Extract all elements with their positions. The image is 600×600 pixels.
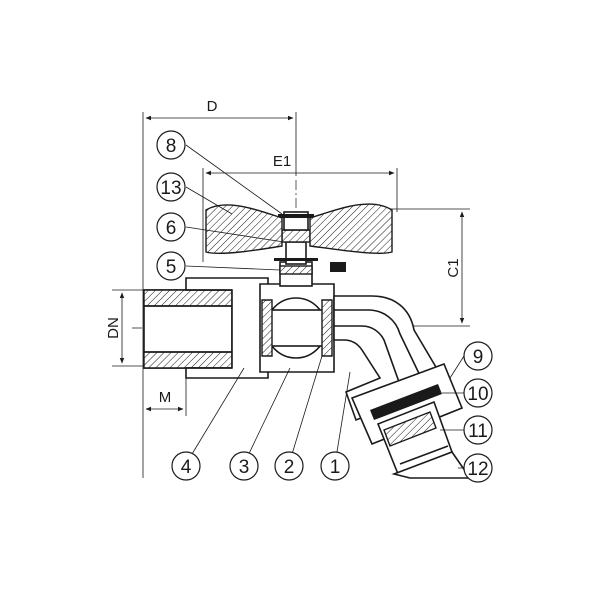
callout-9: 9 [463, 341, 493, 371]
dimension-c1: C1 [346, 208, 470, 327]
callout-1-label: 1 [330, 457, 341, 478]
callout-11-label: 11 [468, 421, 488, 442]
callout-10: 10 [463, 378, 493, 408]
hose-connector [350, 362, 472, 479]
callout-2-label: 2 [284, 457, 295, 478]
callout-5-label: 5 [166, 257, 177, 278]
butterfly-handle [205, 203, 393, 272]
callout-5: 5 [156, 251, 186, 281]
dimension-d: D [142, 98, 297, 478]
dimension-d-label: D [207, 98, 218, 115]
valve-body [143, 277, 448, 422]
callout-8: 8 [156, 130, 186, 160]
callout-2: 2 [274, 451, 304, 481]
dimension-m: M [145, 370, 187, 416]
callout-4-label: 4 [181, 457, 192, 478]
callout-10-label: 10 [467, 384, 488, 405]
dimension-m-label: M [159, 389, 172, 406]
dimension-dn: DN [105, 289, 146, 367]
callout-12-label: 12 [467, 459, 488, 480]
callout-3: 3 [229, 451, 259, 481]
callout-3-label: 3 [239, 457, 250, 478]
dimension-dn-label: DN [105, 317, 122, 339]
callout-12: 12 [463, 453, 493, 483]
callout-13-label: 13 [160, 178, 181, 199]
callout-leaders [185, 144, 465, 469]
callout-13: 13 [156, 172, 186, 202]
dimension-e1: E1 [202, 153, 398, 262]
callout-6: 6 [156, 212, 186, 242]
callout-6-label: 6 [166, 218, 177, 239]
stem-assembly [274, 211, 318, 287]
dimension-e1-label: E1 [273, 153, 291, 170]
dimension-c1-label: C1 [445, 258, 462, 277]
callout-9-label: 9 [473, 347, 484, 368]
callout-1: 1 [320, 451, 350, 481]
callout-4: 4 [171, 451, 201, 481]
callout-11: 11 [463, 415, 493, 445]
callout-8-label: 8 [166, 136, 177, 157]
